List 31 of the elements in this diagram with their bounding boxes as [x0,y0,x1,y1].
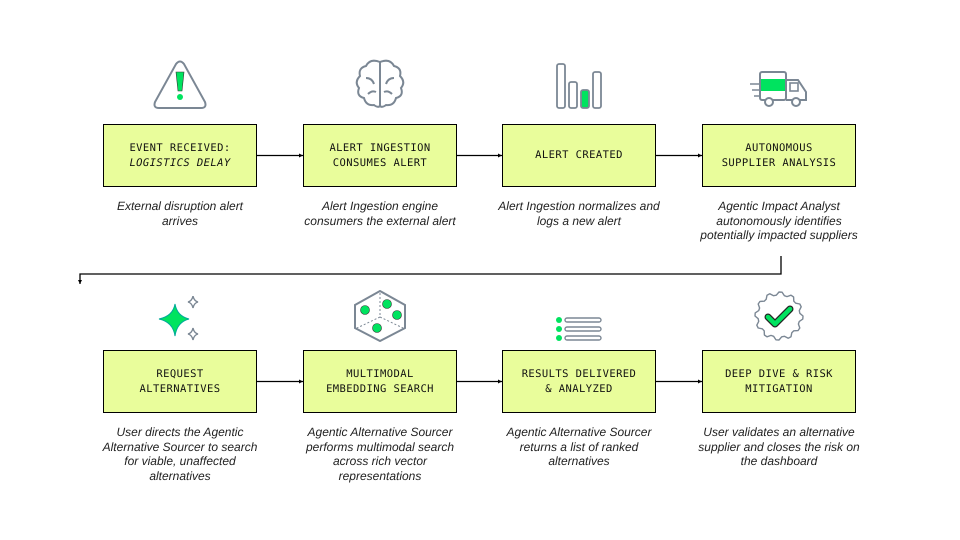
step-description: Alert Ingestion engine consumers the external alert [303,199,457,228]
process-box [702,124,856,187]
step-description: Agentic Alternative Sourcer performs multimodal search across rich vector representations [304,425,456,483]
connector-arrow [656,380,702,384]
connector-arrow [257,380,303,384]
connector-arrow [78,256,782,284]
connector-arrow [457,154,502,158]
step-title: RESULTS DELIVERED & ANALYZED [520,366,638,396]
process-box [303,124,457,187]
process-box [502,124,656,187]
step-description: External disruption alert arrives [116,199,244,228]
step-description: User validates an alternative supplier and closes the risk on the dashboard [698,425,860,468]
step-title: REQUEST ALTERNATIVES [138,366,222,396]
step-title: ALERT INGESTION CONSUMES ALERT [328,140,432,170]
step-description: Agentic Alternative Sourcer returns a list of ranked alternatives [505,425,653,468]
step-description: Agentic Impact Analyst autonomously identifies potentially impacted suppliers [699,199,859,242]
step-title: EVENT RECEIVED: LOGISTICS DELAY [128,140,232,170]
process-box [303,350,457,413]
step-title: MULTIMODAL EMBEDDING SEARCH [325,366,435,396]
step-title: AUTONOMOUS SUPPLIER ANALYSIS [720,140,838,170]
process-box [502,350,656,413]
step-description: Alert Ingestion normalizes and logs a new alert [498,199,660,228]
step-description: User directs the Agentic Alternative Sourcer to search for viable, unaffected alternatives [101,425,258,483]
connector-arrow [457,380,502,384]
process-box [702,350,856,413]
step-title: ALERT CREATED [535,148,623,163]
connector-arrow [257,154,303,158]
step-title: DEEP DIVE & RISK MITIGATION [724,366,834,396]
process-box [103,124,257,187]
process-box [103,350,257,413]
connector-arrow [656,154,702,158]
